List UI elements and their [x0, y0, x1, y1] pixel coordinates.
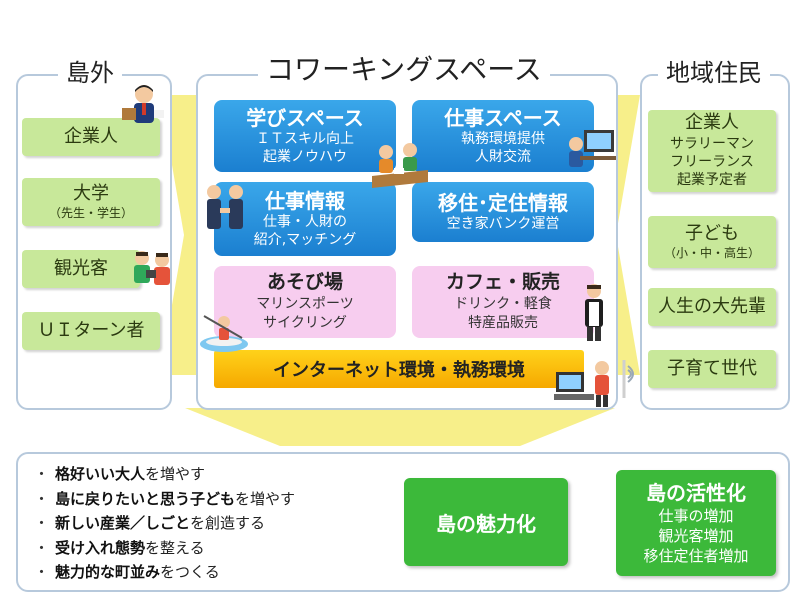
center-panel-title: コワーキングスペース [258, 52, 550, 88]
island-attractiveness-box: 島の魅力化 [404, 478, 568, 566]
right-item-company: 企業人 サラリーマン フリーランス 起業予定者 [648, 110, 776, 192]
box-learning-space: 学びスペース ＩＴスキル向上 起業ノウハウ [214, 100, 396, 172]
left-item-ui-turn: ＵＩターン者 [22, 312, 160, 350]
internet-environment-bar: インターネット環境・執務環境 [214, 350, 584, 388]
island-revitalization-box: 島の活性化 仕事の増加 観光客増加 移住定住者増加 [616, 470, 776, 576]
goal-item: ・受け入れ態勢を整える [34, 538, 205, 557]
arrow-down [185, 408, 615, 446]
box-job-info: 仕事情報 仕事・人財の 紹介,マッチング [214, 182, 396, 256]
box-cafe-shop: カフェ・販売 ドリンク・軽食 特産品販売 [412, 266, 594, 338]
goal-item: ・格好いい大人を増やす [34, 465, 206, 483]
barista-icon [585, 284, 603, 341]
left-item-tourists: 観光客 [22, 250, 140, 288]
goal-item: ・島に戻りたいと思う子どもを増やす [34, 489, 296, 508]
box-migration-info: 移住･定住情報 空き家バンク運営 [412, 182, 594, 242]
meeting-icon [372, 143, 428, 188]
businessman-icon [122, 85, 164, 123]
left-item-company: 企業人 [22, 118, 160, 156]
box-playground: あそび場 マリンスポーツ サイクリング [214, 266, 396, 338]
computer-user-icon [554, 361, 609, 407]
left-panel-title: 島外 [58, 58, 122, 88]
left-item-university: 大学 （先生・学生） [22, 178, 160, 226]
tourists-icon [134, 251, 170, 285]
wifi-icon [622, 360, 634, 398]
box-work-space: 仕事スペース 執務環境提供 人財交流 [412, 100, 594, 172]
office-worker-icon [569, 130, 616, 167]
right-panel-title: 地域住民 [658, 58, 770, 88]
right-item-children: 子ども （小・中・高生） [648, 216, 776, 268]
right-item-parents: 子育て世代 [648, 350, 776, 388]
goal-item: ・新しい産業／しごとを創造する [34, 514, 266, 532]
right-item-seniors: 人生の大先輩 [648, 288, 776, 326]
goal-item: ・魅力的な町並みをつくる [34, 563, 220, 581]
handshake-icon [207, 185, 243, 229]
paddleboard-icon [200, 315, 248, 352]
goal-bullet-list: ・格好いい大人を増やす ・島に戻りたいと思う子どもを増やす ・新しい産業／しごと… [34, 462, 295, 585]
